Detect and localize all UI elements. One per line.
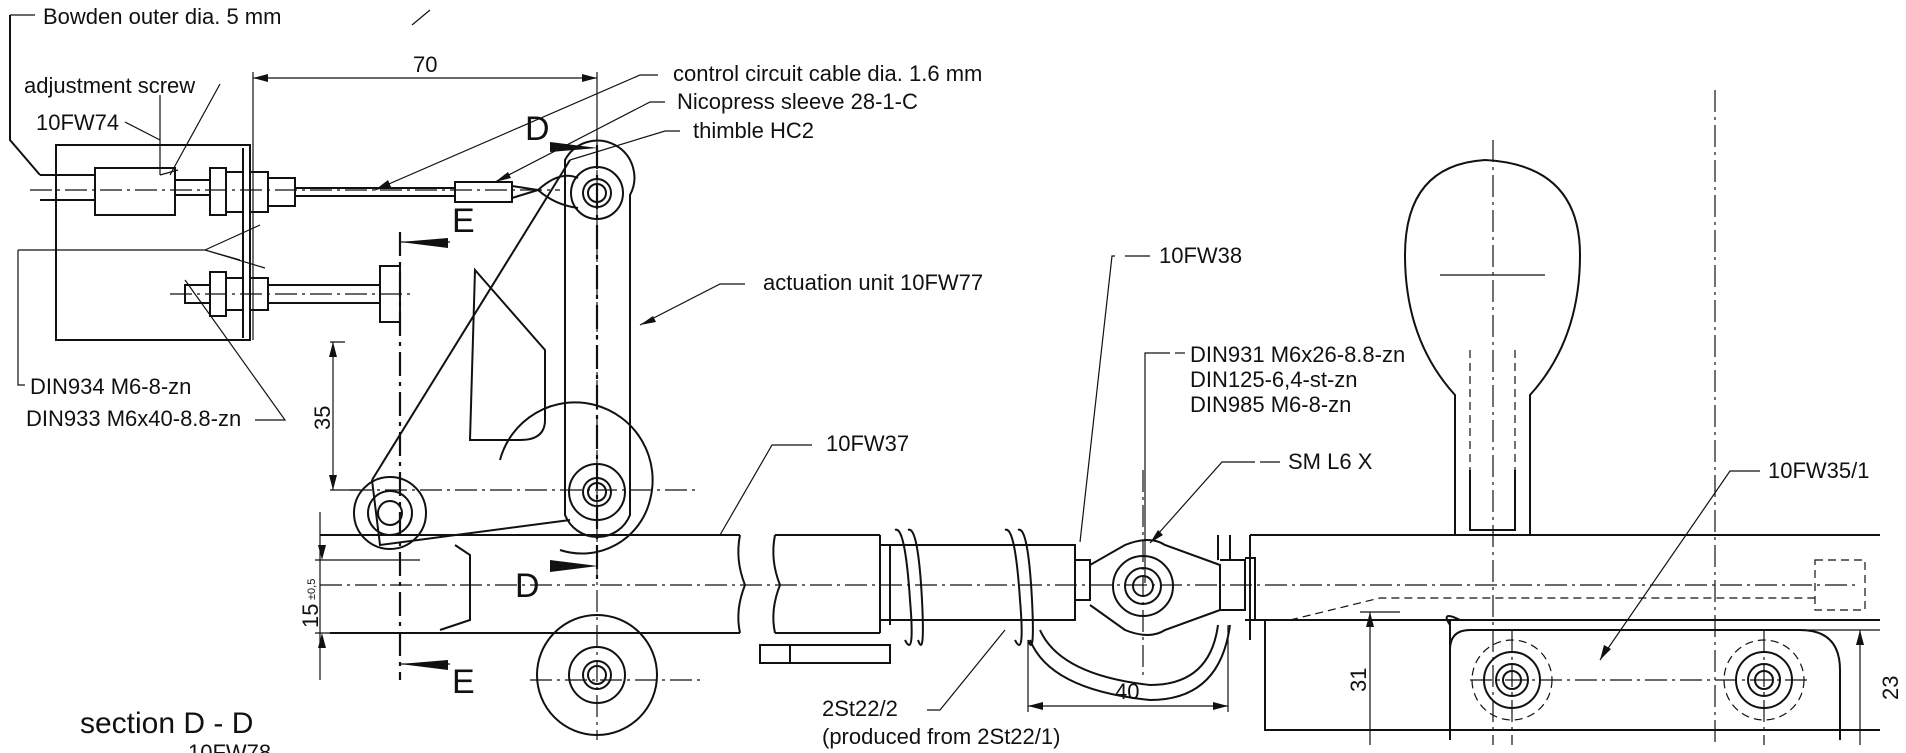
dimension-70: 70	[413, 52, 437, 77]
dimension-35: 35	[310, 406, 335, 430]
bowden-bracket-assembly	[9, 15, 560, 341]
label-din125: DIN125-6,4-st-zn	[1190, 367, 1358, 392]
label-10fw35-1: 10FW35/1	[1768, 458, 1870, 483]
section-title: section D - D	[80, 707, 253, 740]
dimension-15-tolerance: ±0,5	[306, 579, 318, 600]
label-thimble: thimble HC2	[693, 118, 814, 143]
label-adjustment-screw: adjustment screw	[24, 73, 195, 98]
section-d-bottom-label: D	[515, 567, 540, 605]
label-din934: DIN934 M6-8-zn	[30, 374, 191, 399]
dimension-lines: 70 35 15 ±0,5 40 31 23	[252, 52, 1903, 745]
label-nicopress: Nicopress sleeve 28-1-C	[677, 89, 918, 114]
label-actuation-unit: actuation unit 10FW77	[763, 270, 983, 295]
actuation-unit-10fw77	[350, 135, 700, 740]
label-10fw74: 10FW74	[36, 110, 119, 135]
label-10fw37: 10FW37	[826, 431, 909, 456]
dimension-15: 15	[298, 604, 323, 628]
bar-10fw35-1	[1249, 90, 1880, 745]
spring-assembly	[759, 470, 1256, 702]
section-e-bottom-label: E	[452, 663, 475, 701]
section-e-top-label: E	[452, 202, 475, 240]
dimension-40: 40	[1115, 679, 1139, 704]
callout-labels: Bowden outer dia. 5 mm adjustment screw …	[10, 4, 1870, 753]
section-markers: D D E E	[398, 110, 599, 701]
label-2st22-2: 2St22/2	[822, 696, 898, 721]
label-bowden: Bowden outer dia. 5 mm	[43, 4, 281, 29]
leader-lines	[17, 9, 1760, 711]
dimension-23: 23	[1878, 676, 1903, 700]
label-sml6x: SM L6 X	[1288, 449, 1373, 474]
label-din931: DIN931 M6x26-8.8-zn	[1190, 342, 1405, 367]
dimension-31: 31	[1346, 668, 1371, 692]
label-10fw38: 10FW38	[1159, 243, 1242, 268]
label-2st22-note: (produced from 2St22/1)	[822, 724, 1060, 749]
label-din985: DIN985 M6-8-zn	[1190, 392, 1351, 417]
label-control-cable: control circuit cable dia. 1.6 mm	[673, 61, 982, 86]
label-din933: DIN933 M6x40-8.8-zn	[26, 406, 241, 431]
label-partial-bottom: 10FW78	[188, 740, 271, 753]
